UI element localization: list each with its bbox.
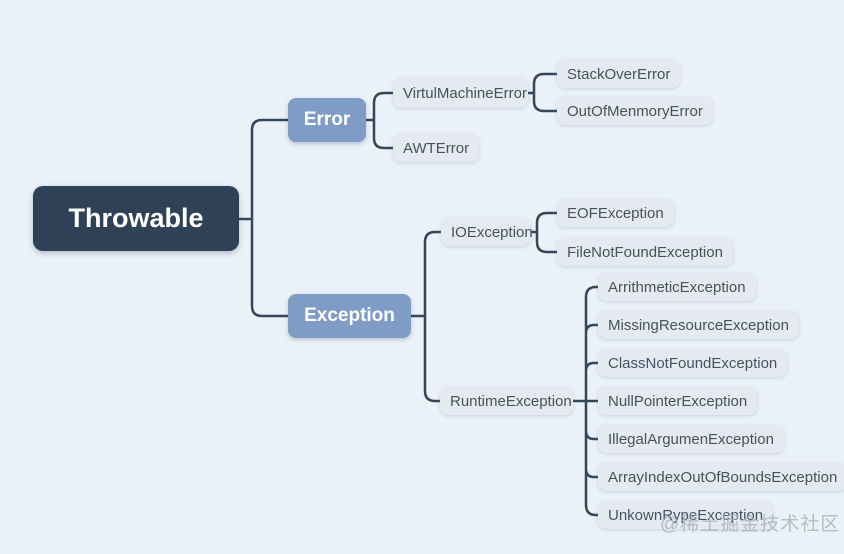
link-runtimeexception-children [571,285,600,517]
link-virtulmachineerror-children [526,72,559,113]
node-nullpointerexception: NullPointerException [598,387,758,415]
node-outofmenmoryerror: OutOfMenmoryError [557,97,713,125]
node-unkownrypeexception: UnkownRypeException [598,501,774,529]
node-throwable: Throwable [33,186,239,251]
link-exception-children [409,230,443,403]
node-error: Error [288,98,366,142]
node-exception: Exception [288,294,411,338]
node-filenotfoundexception: FileNotFoundException [557,238,733,266]
node-missingresourceexception: MissingResourceException [598,311,799,339]
node-illegalargumenexception: IllegalArgumenException [598,425,784,453]
node-classnotfoundexception: ClassNotFoundException [598,349,788,377]
node-arrithmeticexception: ArrithmeticException [598,273,756,301]
node-stackovererror: StackOverError [557,60,681,88]
node-arrayindexoutofboundsexception: ArrayIndexOutOfBoundsException [598,463,844,491]
juejin-watermark: @稀土掘金技术社区 [660,514,841,535]
node-virtulmachineerror: VirtulMachineError [393,78,528,108]
node-ioexception: IOException [441,218,533,246]
node-runtimeexception: RuntimeException [440,387,573,415]
node-eofexception: EOFException [557,199,674,227]
node-awterror: AWTError [393,134,480,162]
link-ioexception-children [529,211,559,254]
link-error-children [364,91,395,150]
link-throwable-children [237,118,290,318]
